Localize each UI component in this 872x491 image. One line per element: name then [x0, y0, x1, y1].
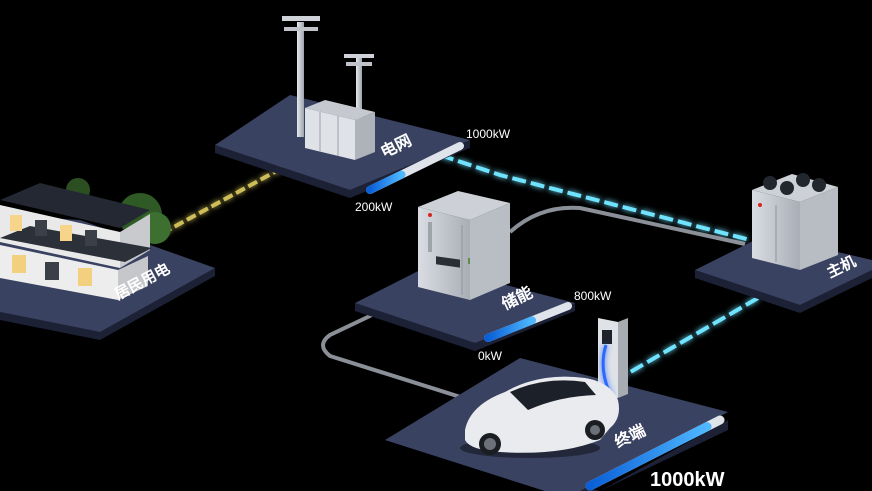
grid-cabinet-icon	[305, 100, 375, 160]
terminal-gauge	[585, 415, 725, 491]
flow-line-storage-host	[508, 205, 746, 246]
storage-gauge	[484, 302, 572, 342]
storage-min-label: 0kW	[478, 349, 503, 363]
host-node: 主机	[695, 173, 872, 313]
grid-gauge	[366, 142, 464, 194]
grid-max-label: 1000kW	[466, 127, 511, 141]
storage-max-label: 800kW	[574, 289, 612, 303]
battery-cabinet-icon	[418, 191, 510, 300]
storage-platform-side	[355, 303, 575, 351]
grid-node: 电网 1000kW 200kW	[215, 16, 511, 214]
utility-pole-icon	[282, 16, 320, 137]
charging-host-icon	[752, 173, 838, 270]
grid-gauge-fill	[366, 170, 406, 194]
flow-line-residential-grid	[149, 166, 283, 242]
charging-post-icon	[598, 318, 628, 399]
terminal-node: 终端 1000kW	[385, 318, 728, 491]
terminal-power-label: 1000kW	[650, 469, 725, 491]
grid-min-label: 200kW	[355, 200, 393, 214]
utility-pole-icon	[344, 54, 374, 140]
flow-line-storage-terminal	[321, 313, 471, 402]
flow-line-host-terminal	[618, 296, 760, 380]
storage-node: 储能 800kW 0kW	[355, 191, 612, 363]
storage-gauge-fill	[484, 316, 536, 342]
residential-node: 居民用电	[0, 178, 215, 340]
house-icon	[0, 183, 152, 300]
host-platform-side	[695, 270, 872, 313]
terminal-gauge-fill	[585, 422, 712, 491]
electric-car-icon	[460, 376, 619, 458]
